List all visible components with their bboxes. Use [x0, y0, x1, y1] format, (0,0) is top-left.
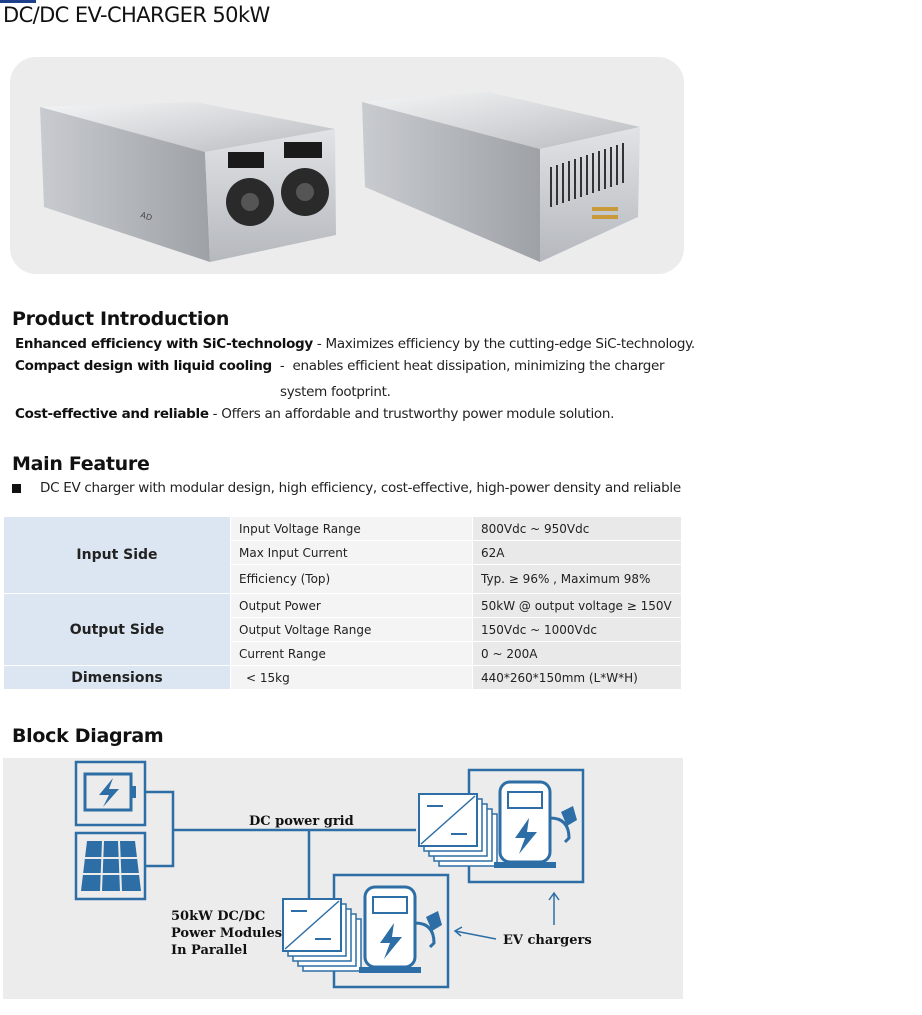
- spec-value: 800Vdc ~ 950Vdc: [472, 516, 682, 541]
- spec-value: 50kW @ output voltage ≥ 150V: [472, 593, 682, 618]
- intro-term: Compact design with liquid cooling: [15, 358, 272, 374]
- spec-value: 0 ~ 200A: [472, 641, 682, 666]
- table-row: Output Voltage Range 150Vdc ~ 1000Vdc: [4, 617, 682, 642]
- block-diagram: DC power grid 50kW DC/DC Power Modules I…: [3, 758, 683, 999]
- modules-label-line2: Power Modules: [171, 926, 282, 941]
- spec-table: Input Side Input Voltage Range 800Vdc ~ …: [3, 516, 682, 690]
- svg-text:AD: AD: [139, 210, 153, 222]
- intro-desc: Maximizes efficiency by the cutting-edge…: [325, 336, 696, 352]
- spec-label: Input Voltage Range: [230, 516, 473, 541]
- charger-unit-front-view: AD: [40, 102, 336, 262]
- feature-heading: Main Feature: [12, 453, 150, 475]
- battery-icon: [83, 772, 136, 812]
- spec-label: < 15kg: [230, 665, 473, 690]
- product-photo: AD: [40, 92, 640, 262]
- spec-label: Output Power: [230, 593, 473, 618]
- spec-label: Current Range: [230, 641, 473, 666]
- feature-text: DC EV charger with modular design, high …: [40, 480, 681, 496]
- arrow-icon: [453, 891, 560, 940]
- ev-charger-station-icon: [494, 780, 577, 868]
- spec-value: 62A: [472, 540, 682, 565]
- diagram-heading: Block Diagram: [12, 725, 164, 747]
- output-side-group: Output Side: [3, 593, 231, 666]
- input-side-group: Input Side: [3, 516, 231, 594]
- spec-label: Efficiency (Top): [230, 564, 473, 594]
- top-accent-bar: [0, 0, 36, 3]
- dc-grid-label: DC power grid: [249, 814, 354, 829]
- table-row: Input Side Input Voltage Range 800Vdc ~ …: [3, 516, 682, 594]
- block-diagram-svg: DC power grid 50kW DC/DC Power Modules I…: [74, 760, 592, 989]
- product-photo-panel: AD: [10, 57, 684, 274]
- intro-desc: Offers an affordable and trustworthy pow…: [221, 406, 615, 422]
- power-module-stack-icon: [418, 793, 498, 867]
- table-row: Current Range 0 ~ 200A: [4, 641, 682, 666]
- intro-item: Compact design with liquid cooling - ena…: [15, 358, 665, 374]
- intro-item: Enhanced efficiency with SiC-technology …: [15, 336, 695, 352]
- modules-label-line1: 50kW DC/DC: [171, 909, 265, 924]
- table-row: Efficiency (Top) Typ. ≥ 96% , Maximum 98…: [4, 564, 682, 594]
- modules-label-line3: In Parallel: [171, 943, 247, 958]
- battery-source-box: [74, 760, 147, 827]
- intro-desc-continued: system footprint.: [280, 384, 391, 400]
- intro-desc: enables efficient heat dissipation, mini…: [292, 358, 665, 374]
- solar-panel-icon: [81, 840, 141, 892]
- dimensions-group: Dimensions: [3, 665, 231, 690]
- power-module-stack-icon: [282, 898, 362, 972]
- square-bullet-icon: [12, 484, 21, 493]
- spec-value: 440*260*150mm (L*W*H): [472, 665, 682, 690]
- feature-item: DC EV charger with modular design, high …: [12, 480, 681, 496]
- spec-label: Max Input Current: [230, 540, 473, 565]
- spec-label: Output Voltage Range: [230, 617, 473, 642]
- ev-charger-station-icon: [359, 885, 442, 973]
- table-row: Output Side Output Power 50kW @ output v…: [3, 593, 682, 666]
- intro-item: Cost-effective and reliable - Offers an …: [15, 406, 615, 422]
- spec-value: 150Vdc ~ 1000Vdc: [472, 617, 682, 642]
- intro-term: Cost-effective and reliable: [15, 406, 209, 422]
- charger-unit-rear-view: [362, 92, 640, 262]
- spec-value: Typ. ≥ 96% , Maximum 98%: [472, 564, 682, 594]
- ev-chargers-label: EV chargers: [503, 933, 592, 948]
- intro-term: Enhanced efficiency with SiC-technology: [15, 336, 313, 352]
- table-row: Dimensions < 15kg 440*260*150mm (L*W*H): [3, 665, 682, 690]
- page-title: DC/DC EV-CHARGER 50kW: [3, 3, 270, 27]
- intro-heading: Product Introduction: [12, 308, 230, 330]
